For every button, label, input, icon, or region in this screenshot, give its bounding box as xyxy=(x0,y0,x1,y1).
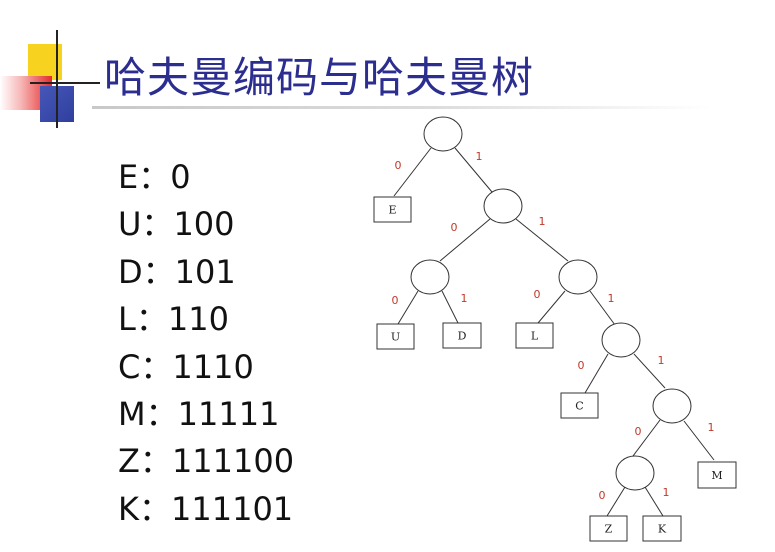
code-item: Z：111100 xyxy=(118,438,294,485)
edge-bit-label: 1 xyxy=(658,354,665,367)
page-title: 哈夫曼编码与哈夫曼树 xyxy=(104,53,535,102)
code-symbol: D xyxy=(118,252,143,291)
tree-leaf-box xyxy=(560,392,599,419)
tree-edge xyxy=(537,290,566,324)
logo-icon xyxy=(0,30,100,130)
tree-leaf-label: Z xyxy=(605,523,613,536)
tree-leaf-label: L xyxy=(531,330,539,343)
tree-leaf-label: M xyxy=(711,469,722,482)
code-value: 100 xyxy=(173,205,235,244)
code-item: M：11111 xyxy=(118,391,294,438)
tree-edge xyxy=(606,486,626,517)
tree-leaf-label: C xyxy=(575,400,583,413)
code-symbol: E xyxy=(118,158,139,196)
tree-edge xyxy=(454,147,493,193)
edge-bit-label: 1 xyxy=(663,486,670,499)
tree-leaf-box xyxy=(515,322,554,349)
code-symbol: K xyxy=(118,489,139,528)
edge-bit-label: 0 xyxy=(635,425,642,438)
tree-edge xyxy=(515,218,569,262)
edge-bit-label: 0 xyxy=(578,359,585,372)
tree-edge xyxy=(441,290,459,324)
edge-bit-label: 1 xyxy=(476,150,483,163)
code-separator: ： xyxy=(139,442,172,481)
logo-horizontal-line xyxy=(30,82,100,84)
code-value: 110 xyxy=(167,300,229,339)
code-value: 0 xyxy=(170,158,191,196)
code-separator: ： xyxy=(138,158,171,196)
code-separator: ： xyxy=(135,300,168,339)
tree-edge xyxy=(584,353,609,394)
code-list: E：0 U：100 D：101 L：110 C：1110 M：11111 Z：1… xyxy=(118,154,294,533)
edge-bit-label: 1 xyxy=(461,292,468,305)
tree-edge xyxy=(439,218,491,262)
tree-leaf-box xyxy=(589,515,628,542)
code-symbol: M xyxy=(118,394,146,433)
code-separator: ： xyxy=(145,394,178,433)
code-separator: ： xyxy=(142,252,175,291)
edge-bit-label: 0 xyxy=(395,159,402,172)
code-item: D：101 xyxy=(118,249,294,296)
code-item: L：110 xyxy=(118,296,294,343)
tree-leaf-box xyxy=(373,196,412,223)
tree-edge xyxy=(629,419,661,461)
code-symbol: C xyxy=(118,347,141,386)
edge-bit-label: 1 xyxy=(608,292,615,305)
tree-leaf-label: D xyxy=(458,330,467,343)
code-value: 101 xyxy=(174,252,236,291)
code-value: 1110 xyxy=(172,347,254,386)
edge-bit-label: 0 xyxy=(392,294,399,307)
tree-edge xyxy=(633,353,666,389)
code-item: K：111101 xyxy=(118,486,294,533)
code-value: 111100 xyxy=(171,442,295,481)
tree-internal-node xyxy=(615,455,655,491)
edge-bit-label: 1 xyxy=(708,421,715,434)
tree-internal-node xyxy=(601,322,641,358)
tree-leaf-box xyxy=(697,461,737,489)
code-separator: ： xyxy=(138,489,171,528)
tree-internal-node xyxy=(423,116,463,152)
tree-leaf-label: U xyxy=(391,331,400,344)
title-underline xyxy=(92,106,712,109)
tree-leaf-box xyxy=(442,322,482,349)
logo-vertical-line xyxy=(56,30,58,128)
tree-internal-node xyxy=(558,259,598,295)
edge-bit-label: 0 xyxy=(451,221,458,234)
tree-leaf-label: K xyxy=(658,523,667,536)
code-separator: ： xyxy=(141,205,174,244)
code-item: E：0 xyxy=(118,154,294,201)
tree-internal-node xyxy=(410,259,450,295)
code-value: 11111 xyxy=(177,394,280,433)
tree-edge xyxy=(393,147,432,197)
tree-leaf-box xyxy=(376,323,415,350)
code-symbol: L xyxy=(118,300,136,339)
tree-edge xyxy=(644,486,664,517)
code-symbol: Z xyxy=(118,442,140,481)
tree-edge xyxy=(589,290,616,326)
code-value: 111101 xyxy=(171,489,294,528)
edge-bit-label: 0 xyxy=(599,489,606,502)
edge-bit-label: 0 xyxy=(534,288,541,301)
tree-internal-node xyxy=(483,188,523,224)
tree-internal-node xyxy=(652,388,692,424)
tree-edge xyxy=(397,290,419,325)
tree-leaf-box xyxy=(642,515,682,542)
code-separator: ： xyxy=(140,347,173,386)
code-item: U：100 xyxy=(118,201,294,248)
edge-bit-label: 1 xyxy=(539,215,546,228)
code-item: C：1110 xyxy=(118,344,294,391)
code-symbol: U xyxy=(118,205,142,244)
tree-edge xyxy=(683,420,715,461)
tree-leaf-label: E xyxy=(388,204,396,217)
